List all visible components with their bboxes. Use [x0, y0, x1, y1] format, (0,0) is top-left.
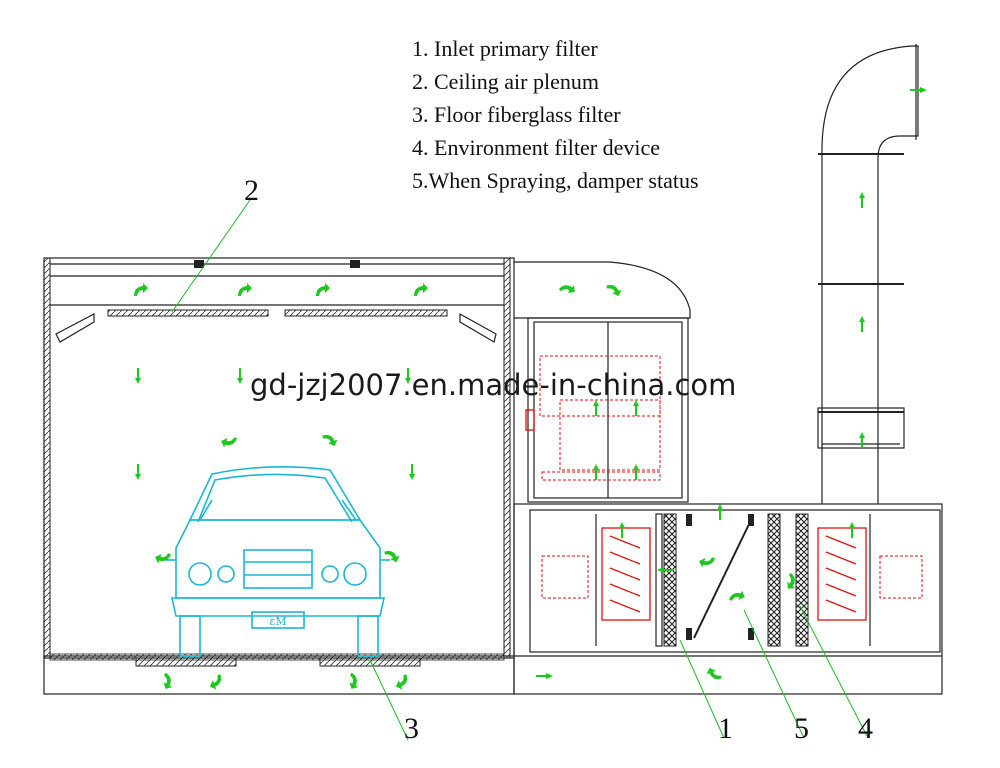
legend-item-1: 1. Inlet primary filter	[412, 36, 598, 61]
arrow-icon	[207, 674, 225, 692]
upper-intake-unit	[514, 261, 691, 503]
arrow-icon	[619, 522, 625, 538]
arrow-icon	[704, 665, 722, 683]
car-plate-badge: εM	[270, 615, 287, 628]
arrow-icon	[697, 553, 716, 571]
callout-1: 1	[718, 712, 733, 745]
arrow-icon	[238, 283, 252, 296]
arrow-icon	[409, 464, 415, 480]
legend-item-5: 5.When Spraying, damper status	[412, 168, 699, 193]
legend-item-3: 3. Floor fiberglass filter	[412, 102, 621, 127]
floor-fiberglass-filter	[135, 657, 237, 667]
arrow-icon	[134, 283, 148, 296]
arrow-icon	[344, 672, 363, 692]
arrow-icon	[219, 433, 238, 451]
inlet-primary-filter	[663, 513, 677, 647]
arrow-icon	[558, 279, 578, 299]
arrow-icon	[158, 672, 177, 692]
callout-2: 2	[244, 174, 259, 207]
arrow-icon	[322, 431, 340, 449]
car-front-view: εM	[166, 466, 390, 657]
arrow-icon	[536, 673, 553, 679]
arrow-icon	[153, 549, 172, 567]
callout-5: 5	[794, 712, 809, 745]
callout-3: 3	[404, 712, 419, 745]
arrow-icon	[859, 192, 865, 208]
damper	[693, 517, 753, 639]
legend-item-2: 2. Ceiling air plenum	[412, 69, 599, 94]
lower-machine-room	[513, 503, 943, 695]
arrow-icon	[717, 504, 723, 520]
arrow-icon	[316, 283, 330, 296]
exhaust-stack	[817, 44, 919, 504]
arrow-icon	[633, 400, 639, 416]
arrow-icon	[859, 432, 865, 448]
arrow-icon	[859, 316, 865, 332]
arrow-icon	[849, 522, 855, 538]
watermark: gd-jzj2007.en.made-in-china.com	[250, 368, 736, 402]
arrow-icon	[135, 464, 141, 480]
callouts: 2 3 1 5 4	[244, 174, 873, 745]
booth-cabin	[43, 257, 515, 695]
arrow-icon	[593, 400, 599, 416]
arrow-icon	[393, 674, 411, 692]
arrow-icon	[237, 368, 243, 384]
arrow-icon	[414, 283, 428, 296]
legend-item-4: 4. Environment filter device	[412, 135, 660, 160]
arrow-icon	[728, 587, 747, 605]
arrow-icon	[606, 281, 624, 299]
arrow-icon	[384, 547, 402, 565]
ceiling-plenum-filter	[107, 309, 269, 317]
legend: 1. Inlet primary filter 2. Ceiling air p…	[412, 36, 699, 193]
environment-filter-device	[767, 513, 781, 647]
arrow-icon	[135, 368, 141, 384]
callout-leaders	[171, 199, 869, 741]
callout-4: 4	[858, 712, 873, 745]
